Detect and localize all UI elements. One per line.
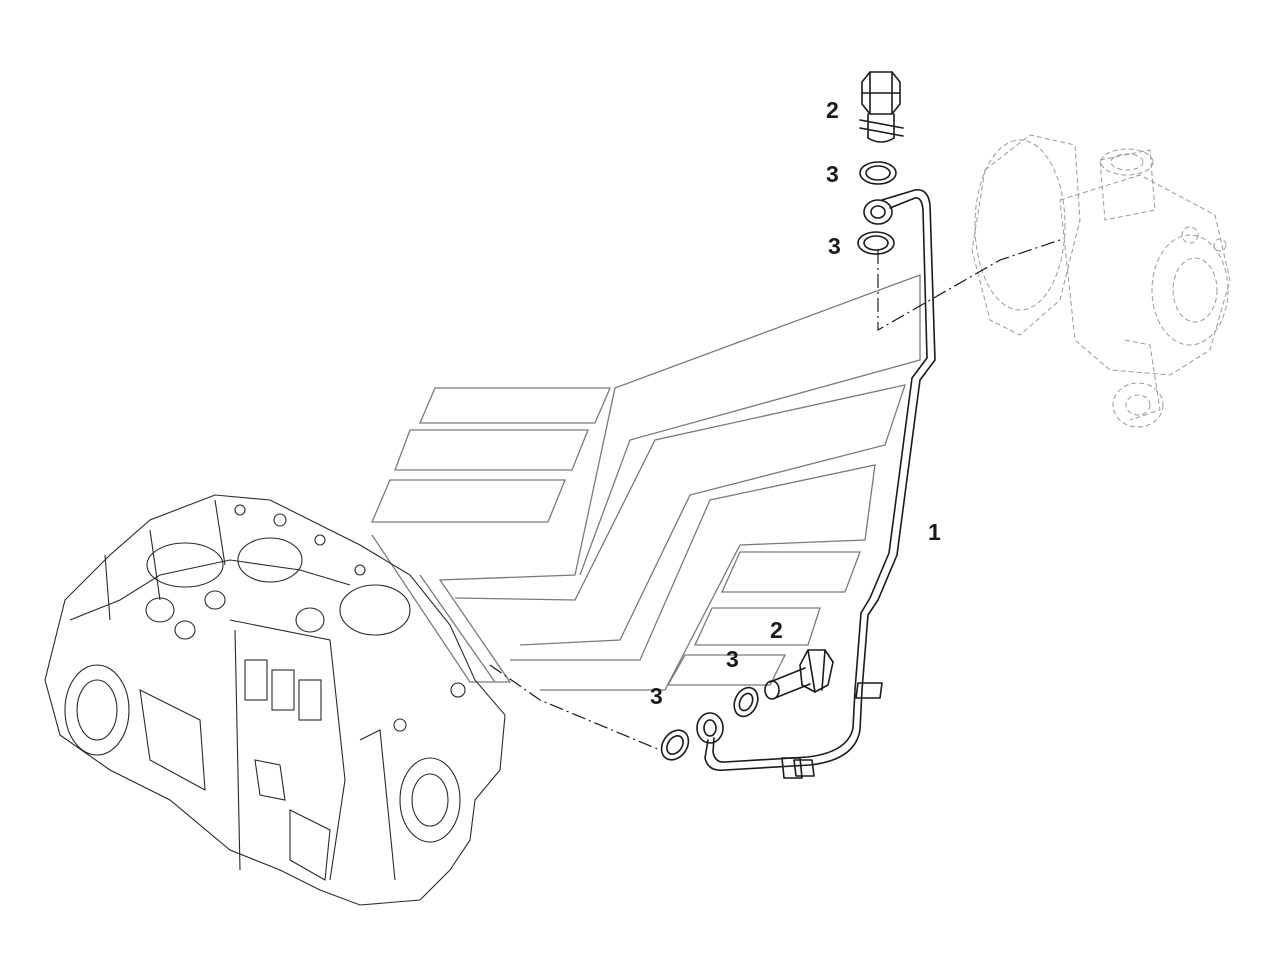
callout-washer-top-1: 3 [826,161,839,187]
callout-washer-bottom-2: 3 [650,683,663,709]
washer-bottom-2 [660,729,690,761]
turbocharger [971,134,1231,428]
callout-bolt-top: 2 [826,97,839,123]
washer-top-2 [857,231,895,255]
banjo-bolt-top [859,71,904,143]
callout-washer-bottom-1: 3 [726,646,739,672]
engine-block [44,494,506,906]
watermark-logo [371,274,921,691]
oil-pipe [696,188,936,779]
callout-bolt-bottom: 2 [770,617,783,643]
callout-washer-top-2: 3 [828,233,841,259]
washer-bottom-1 [733,686,759,718]
alignment-lines [489,239,1061,751]
callout-pipe: 1 [928,519,941,545]
washer-top-1 [859,161,897,185]
banjo-bolt-bottom [764,649,834,700]
